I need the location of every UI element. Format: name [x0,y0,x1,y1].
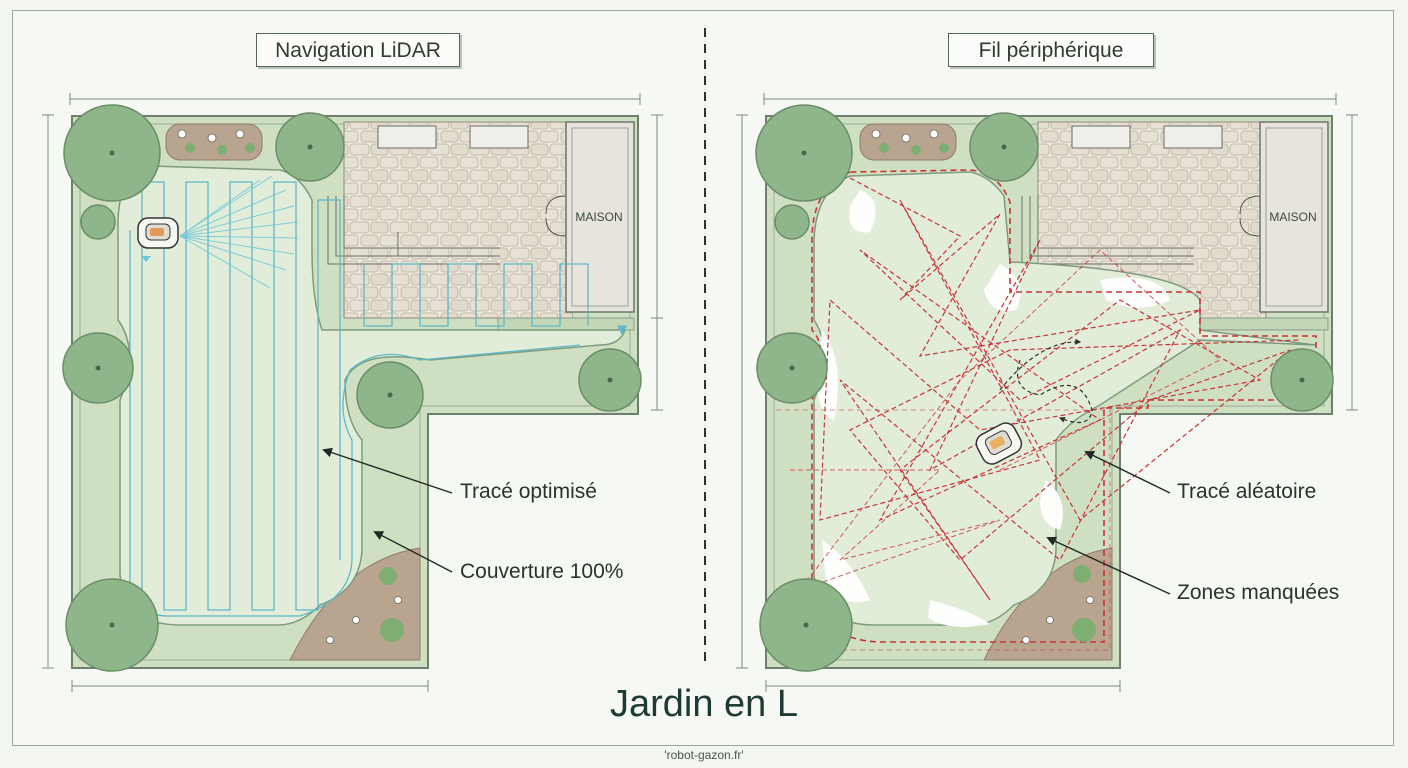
left-garden: MAISON [42,93,663,692]
callout-arrow-random [1084,451,1171,494]
dimension-lines-right [736,93,1358,692]
house-label-right: MAISON [1269,210,1316,224]
callout-optimized-path: Tracé optimisé [460,480,597,503]
right-garden: MAISON [736,93,1358,692]
callout-arrow-optimized [322,447,453,494]
panel-title-wire: Fil périphérique [948,33,1154,67]
lidar-lanes-arm [363,263,589,327]
callout-random-path: Tracé aléatoire [1177,480,1317,503]
dimension-lines-left [42,93,663,692]
house-label-left: MAISON [575,210,622,224]
wire-robot [975,422,1023,465]
lidar-robot [137,217,179,262]
panel-title-lidar: Navigation LiDAR [256,33,460,67]
random-path [819,177,1301,601]
missed-zones [816,190,1170,627]
callout-missed-zones: Zones manquées [1177,581,1340,604]
main-title: Jardin en L [609,683,798,725]
footer-source: 'robot-gazon.fr' [664,748,744,762]
callout-arrow-coverage [373,531,453,573]
callout-full-coverage: Couverture 100% [460,560,624,583]
callout-arrow-missed [1046,536,1171,595]
lidar-beam [179,175,299,289]
lidar-direction-arrow [616,325,628,336]
